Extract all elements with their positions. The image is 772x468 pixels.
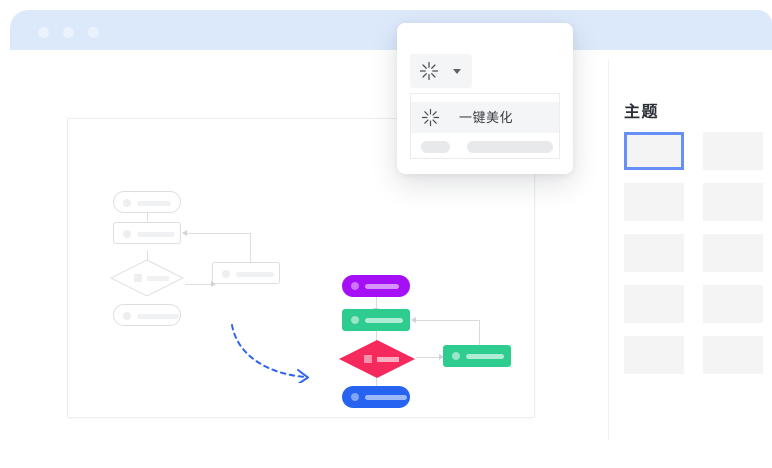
menu-item-one-click-beautify[interactable]: 一键美化 [411, 102, 559, 133]
connector-c-loop-vertical [479, 320, 480, 357]
node-label-placeholder [137, 313, 179, 319]
theme-swatch-9[interactable] [624, 336, 684, 374]
window-titlebar [10, 10, 772, 50]
flow-node-process2-after[interactable] [443, 345, 511, 367]
node-bullet [134, 274, 142, 282]
node-label-placeholder [137, 200, 171, 206]
node-label-placeholder [365, 283, 399, 289]
connector-c-decision-to-end [376, 378, 377, 392]
theme-swatch-8[interactable] [703, 285, 763, 323]
canvas-inner [68, 119, 534, 417]
connector-loop-vertical [250, 233, 251, 273]
arrow-head-c-left-1 [411, 316, 416, 323]
flow-node-process1-before[interactable] [113, 222, 181, 244]
node-label-placeholder [365, 317, 403, 323]
theme-swatch-4[interactable] [703, 183, 763, 221]
connector-c-start-to-process1 [376, 297, 377, 311]
theme-title-text: 主题 [624, 104, 660, 121]
flow-node-end-before[interactable] [113, 304, 181, 326]
window-close-dot[interactable] [38, 27, 49, 38]
sparkle-icon [421, 108, 440, 127]
placeholder-pill-large [467, 141, 553, 153]
node-bullet [351, 393, 359, 401]
chevron-down-icon[interactable] [453, 69, 461, 74]
connector-c-loop-horizontal [415, 320, 480, 321]
connector-c-decision-to-process2 [416, 357, 441, 358]
theme-panel-title: 主题 [624, 98, 659, 122]
node-label-placeholder [137, 231, 175, 237]
window-controls [38, 27, 99, 38]
theme-swatch-grid [624, 132, 770, 382]
node-bullet [351, 282, 359, 290]
flow-node-decision-after[interactable] [339, 340, 415, 378]
node-bullet [222, 270, 230, 278]
node-bullet [351, 316, 359, 324]
theme-swatch-6[interactable] [703, 234, 763, 272]
theme-swatch-7[interactable] [624, 285, 684, 323]
node-label-placeholder [466, 353, 504, 359]
menu-item-label: 一键美化 [459, 110, 514, 125]
flow-node-process1-after[interactable] [342, 309, 410, 331]
node-label-placeholder [236, 271, 274, 277]
node-bullet [123, 199, 131, 207]
flow-node-decision-before[interactable] [110, 259, 184, 297]
flow-node-start-after[interactable] [342, 275, 410, 297]
beautify-dropdown-panel: 一键美化 [397, 23, 573, 174]
panel-divider [608, 60, 609, 440]
window-maximize-dot[interactable] [88, 27, 99, 38]
theme-swatch-2[interactable] [703, 132, 763, 170]
flow-node-process2-before[interactable] [212, 262, 280, 284]
connector-c-process1-to-decision [376, 331, 377, 346]
sparkle-icon [419, 61, 439, 81]
node-label-placeholder [147, 275, 169, 281]
theme-swatch-10[interactable] [703, 336, 763, 374]
flow-node-start-before[interactable] [113, 191, 181, 213]
theme-swatch-1[interactable] [624, 132, 684, 170]
menu-placeholder-row[interactable] [411, 141, 559, 153]
node-label-placeholder [377, 356, 399, 362]
theme-swatch-5[interactable] [624, 234, 684, 272]
beautify-dropdown-menu: 一键美化 [410, 93, 560, 159]
node-bullet [123, 230, 131, 238]
connector-loop-horizontal [186, 233, 251, 234]
window-minimize-dot[interactable] [63, 27, 74, 38]
theme-swatch-3[interactable] [624, 183, 684, 221]
placeholder-pill-small [421, 141, 450, 153]
arrow-head-c-right-1 [439, 353, 444, 360]
connector-process1-to-decision [147, 250, 148, 266]
node-label-placeholder [365, 394, 407, 400]
connector-decision-to-process2 [185, 284, 213, 285]
flow-node-end-after[interactable] [342, 386, 410, 408]
dashed-curved-arrow [231, 324, 309, 383]
node-bullet [364, 355, 372, 363]
beautify-dropdown-trigger[interactable] [410, 54, 472, 88]
arrow-head-left-1 [182, 229, 187, 236]
node-bullet [123, 312, 131, 320]
node-bullet [452, 352, 460, 360]
